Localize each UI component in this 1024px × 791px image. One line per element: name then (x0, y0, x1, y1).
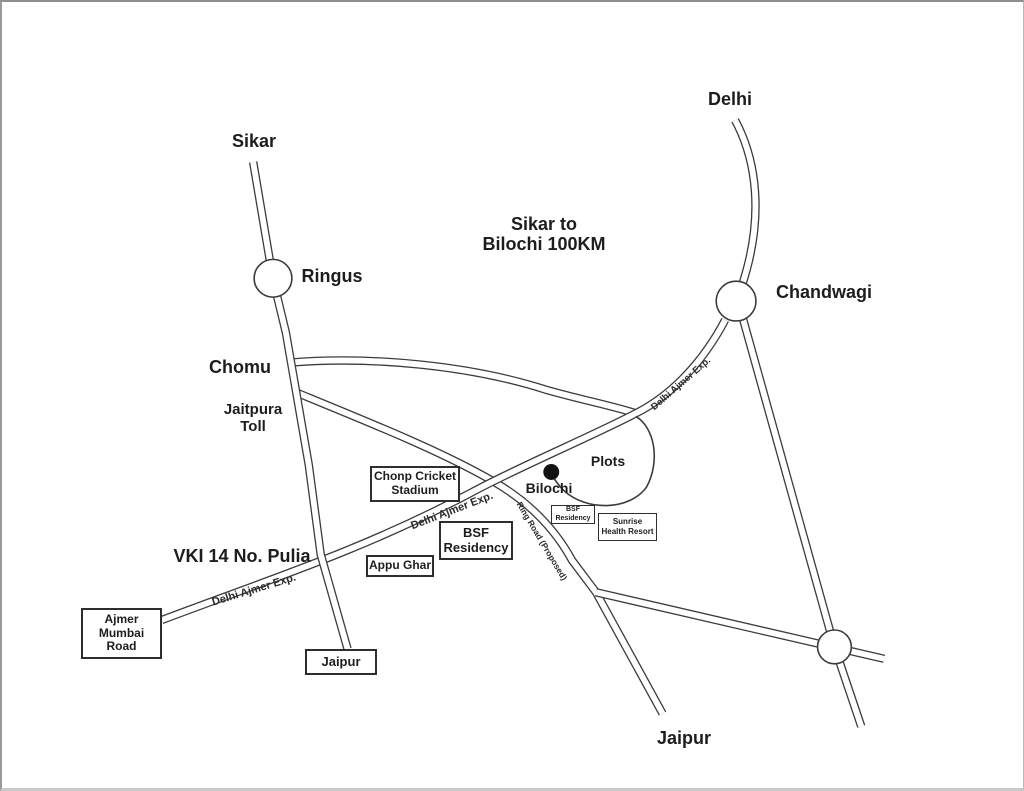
road-chandwagi-south (738, 317, 866, 728)
label-chandwagi: Chandwagi (775, 281, 873, 302)
box-jaipur: Jaipur (305, 649, 377, 675)
title-line1: Sikar to (510, 213, 578, 234)
chonp-line2: Stadium (391, 483, 439, 497)
box-sunrise-health-resort: Sunrise Health Resort (598, 513, 657, 541)
box-bsf-residency-small: BSF Residency (551, 505, 595, 524)
appu-ghar-label: Appu Ghar (369, 558, 431, 573)
ajmer-line2: Mumbai (98, 625, 145, 640)
plots-boundary (551, 415, 656, 507)
label-ringus: Ringus (301, 265, 363, 286)
ajmer-line1: Ajmer (104, 611, 139, 626)
jaitpura-line2: Toll (240, 418, 266, 435)
sunrise-line2: Health Resort (601, 527, 654, 536)
bsf-line2: Residency (443, 539, 509, 555)
junction-ringus-circle (253, 258, 293, 298)
bilochi-dot (543, 464, 560, 480)
box-bsf-residency: BSF Residency (439, 521, 513, 560)
title-line2: Bilochi 100KM (482, 234, 606, 254)
label-vki-pulia: VKI 14 No. Pulia (173, 545, 311, 566)
box-chonp-cricket-stadium: Chonp Cricket Stadium (370, 466, 460, 502)
road-delhi-ajmer-expressway (160, 318, 729, 625)
label-bilochi: Bilochi (525, 480, 573, 497)
jaitpura-line1: Jaitpura (223, 401, 283, 419)
bsf-small-line2: Residency (555, 514, 591, 522)
label-delhi: Delhi (707, 88, 753, 109)
map-title: Sikar to Bilochi 100KM (482, 214, 605, 254)
bsf-small-line1: BSF (566, 506, 580, 514)
box-ajmer-mumbai-road: Ajmer Mumbai Road (81, 608, 162, 659)
junction-roundabout-circle (816, 629, 853, 665)
label-plots: Plots (590, 453, 626, 470)
label-jaipur-city: Jaipur (656, 727, 712, 748)
ajmer-line3: Road (106, 639, 137, 654)
box-appu-ghar: Appu Ghar (366, 555, 434, 577)
sunrise-line1: Sunrise (612, 517, 643, 526)
road-delhi (731, 118, 760, 287)
chonp-line1: Chonp Cricket (373, 469, 456, 484)
label-jaitpura-toll: Jaitpura Toll (223, 401, 283, 436)
junction-chandwagi-circle (715, 280, 757, 322)
label-chomu: Chomu (209, 356, 271, 377)
road-chomu-arc (288, 356, 638, 418)
label-sikar: Sikar (231, 130, 277, 151)
bsf-line1: BSF (463, 524, 489, 540)
jaipur-box-label: Jaipur (321, 653, 361, 669)
